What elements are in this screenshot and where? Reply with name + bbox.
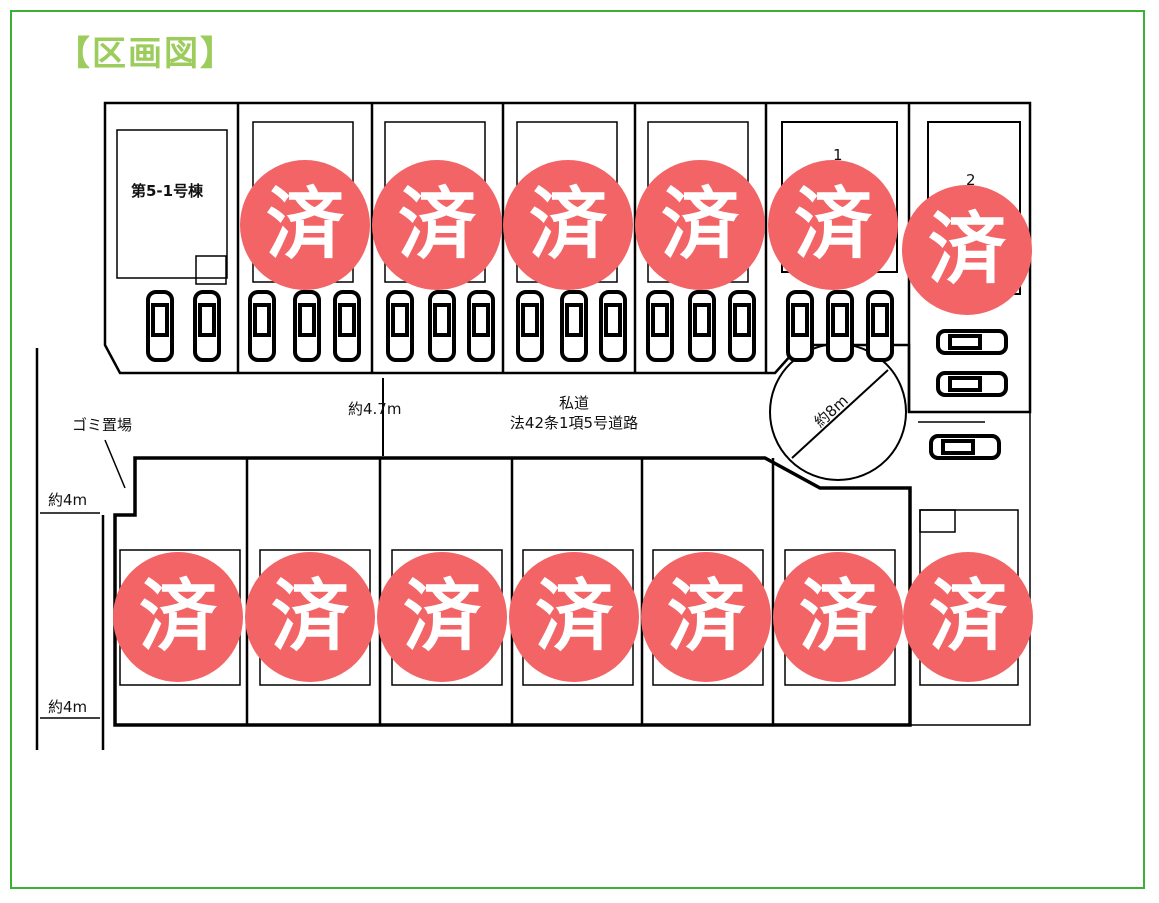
car-icon [293, 290, 321, 362]
turn-diameter-label: 約8m [811, 391, 852, 431]
sold-stamp: 済 [503, 160, 633, 290]
road-width-label: 約4.7m [348, 400, 401, 418]
sold-stamp: 済 [903, 552, 1033, 682]
car-icon [516, 290, 544, 362]
car-icon [936, 329, 1008, 355]
stamp-circle [245, 552, 375, 682]
car-icon [333, 290, 361, 362]
stamp-circle [503, 160, 633, 290]
stamp-text: 済 [535, 572, 614, 662]
car-icon [929, 434, 1001, 460]
car-icon [428, 290, 456, 362]
car-icon [560, 290, 588, 362]
stamp-text: 済 [529, 180, 608, 270]
stamp-circle [240, 160, 370, 290]
road-label: 私道 [559, 394, 589, 412]
stamp-text: 済 [929, 572, 1008, 662]
car-icon [248, 290, 276, 362]
car-icon [599, 290, 627, 362]
lot-2-label: 2 [966, 171, 976, 189]
stamp-text: 済 [667, 572, 746, 662]
sold-stamp: 済 [773, 552, 903, 682]
stamp-circle [113, 552, 243, 682]
garbage-area-label: ゴミ置場 [72, 416, 132, 434]
lot-1-label: 1 [833, 146, 843, 164]
sold-stamp: 済 [768, 160, 898, 290]
car-icon [728, 290, 756, 362]
stamp-text: 済 [794, 180, 873, 270]
stamp-circle [377, 552, 507, 682]
stamp-text: 済 [266, 180, 345, 270]
sold-stamp: 済 [245, 552, 375, 682]
car-icon [146, 290, 174, 362]
stamp-circle [635, 160, 765, 290]
stamp-circle [768, 160, 898, 290]
stamp-text: 済 [403, 572, 482, 662]
sold-stamp: 済 [240, 160, 370, 290]
parking-cars [146, 290, 1008, 460]
stamp-circle [902, 185, 1032, 315]
car-icon [646, 290, 674, 362]
stamp-text: 済 [661, 180, 740, 270]
sold-stamp: 済 [509, 552, 639, 682]
sold-stamp: 済 [372, 160, 502, 290]
stamp-circle [903, 552, 1033, 682]
stamp-circle [372, 160, 502, 290]
car-icon [936, 371, 1008, 397]
sold-stamps: 済済済済済済済済済済済済済 [113, 160, 1033, 682]
stamp-circle [509, 552, 639, 682]
car-icon [467, 290, 495, 362]
stamp-text: 済 [139, 572, 218, 662]
model-house-label: 第5-1号棟 [131, 182, 204, 200]
car-icon [786, 290, 814, 362]
page-title: 【区画図】 [56, 34, 236, 74]
stamp-circle [641, 552, 771, 682]
sold-stamp: 済 [377, 552, 507, 682]
stamp-circle [773, 552, 903, 682]
sold-stamp: 済 [635, 160, 765, 290]
car-icon [386, 290, 414, 362]
sold-stamp: 済 [113, 552, 243, 682]
sold-stamp: 済 [902, 185, 1032, 315]
car-icon [866, 290, 894, 362]
sold-stamp: 済 [641, 552, 771, 682]
side-road-width-top: 約4m [48, 491, 87, 509]
frame-border [10, 10, 1145, 889]
stamp-text: 済 [398, 180, 477, 270]
road-type-label: 法42条1項5号道路 [510, 414, 638, 432]
stamp-text: 済 [928, 205, 1007, 295]
stamp-text: 済 [271, 572, 350, 662]
stamp-text: 済 [799, 572, 878, 662]
side-road-width-bottom: 約4m [48, 698, 87, 716]
car-icon [193, 290, 221, 362]
car-icon [826, 290, 854, 362]
car-icon [688, 290, 716, 362]
